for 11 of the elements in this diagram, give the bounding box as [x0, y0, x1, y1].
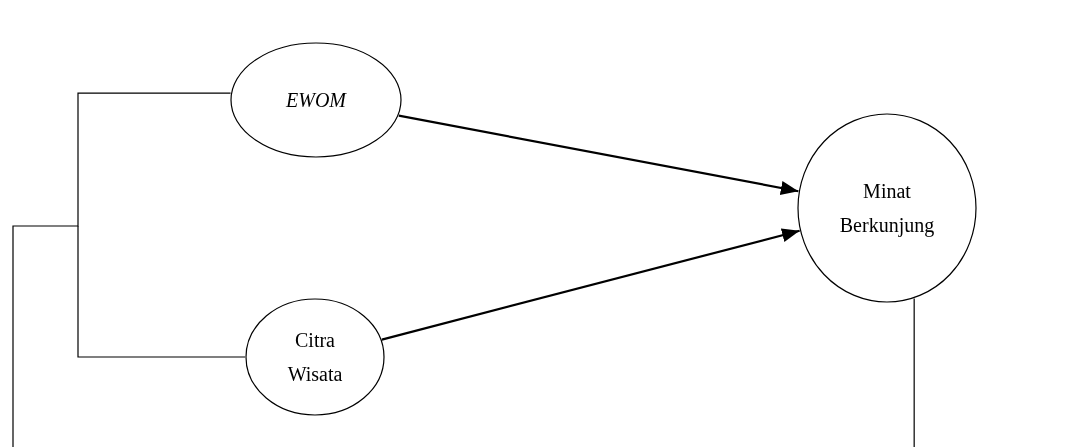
connector-line: [913, 297, 915, 447]
arrow: [398, 114, 799, 195]
node-label: Citra Wisata: [286, 328, 344, 387]
arrow: [381, 228, 800, 341]
node-label: Minat Berkunjung: [838, 179, 936, 239]
ellipse-node: [230, 42, 402, 158]
node-label: EWOM: [285, 88, 348, 113]
ellipse-node: [245, 298, 385, 416]
connector-line: [12, 92, 232, 447]
connector-line: [77, 225, 246, 358]
ellipse-node: [797, 113, 977, 303]
